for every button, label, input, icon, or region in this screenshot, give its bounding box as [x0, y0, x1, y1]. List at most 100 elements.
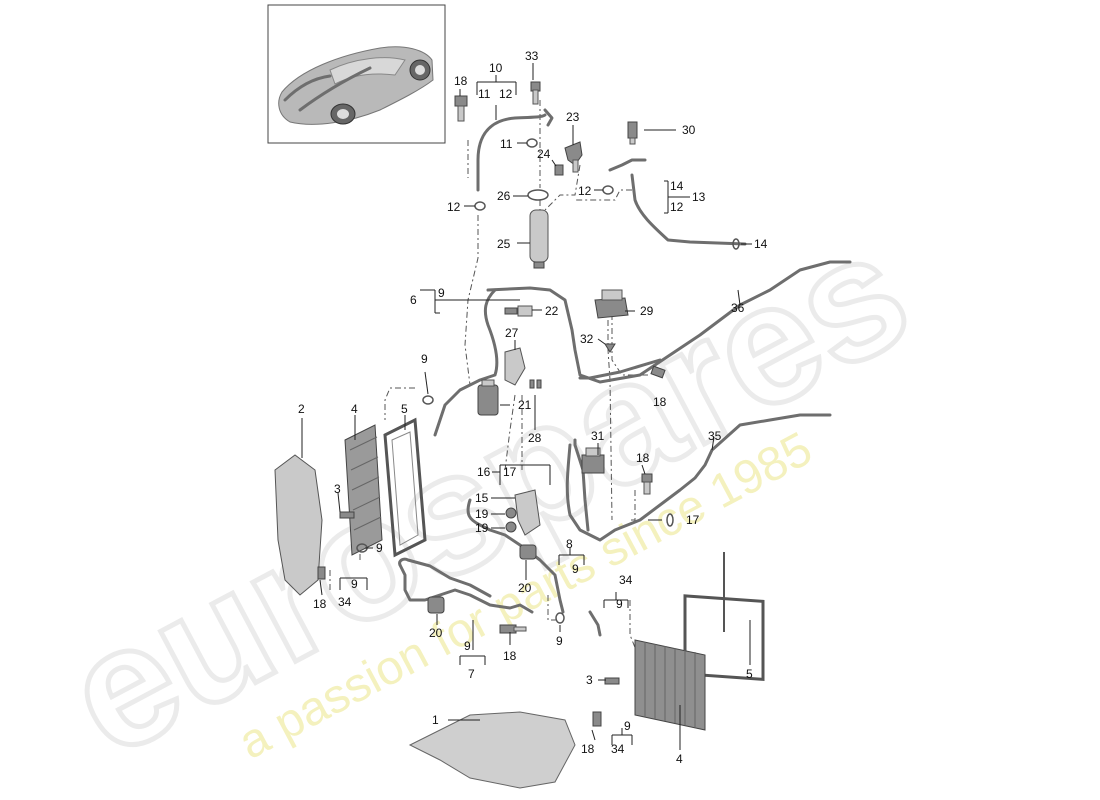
bolt-18-mid — [641, 473, 653, 495]
callout-4-right[interactable]: 4 — [676, 752, 683, 766]
bolt-18-right — [650, 365, 666, 379]
callout-11-a[interactable]: 11 — [478, 87, 491, 101]
callout-34-c[interactable]: 34 — [611, 742, 625, 756]
callout-34-b[interactable]: 34 — [619, 573, 633, 587]
seal-ring-26 — [527, 189, 549, 201]
callout-32[interactable]: 32 — [580, 332, 594, 346]
leader-lines — [301, 63, 752, 750]
callout-20-b[interactable]: 20 — [429, 626, 443, 640]
callout-18-c[interactable]: 18 — [636, 451, 650, 465]
callout-6[interactable]: 6 — [410, 293, 417, 307]
callout-19-a[interactable]: 19 — [475, 507, 489, 521]
callout-24[interactable]: 24 — [537, 147, 551, 161]
bolt-18-top — [454, 95, 468, 122]
o-ring-12-left — [474, 201, 486, 211]
o-ring-9-upper — [422, 395, 434, 405]
bolt-3-right — [604, 677, 620, 685]
o-ring-9-mid — [555, 612, 565, 624]
callout-labels: 1 2 3 3 4 4 5 5 6 7 8 9 9 9 9 9 9 9 9 9 … — [298, 49, 768, 766]
callout-18-b[interactable]: 18 — [653, 395, 667, 409]
callout-9-g[interactable]: 9 — [556, 634, 563, 648]
bolt-28a — [529, 379, 535, 389]
callout-23[interactable]: 23 — [566, 110, 580, 124]
bolt-18-lower — [499, 624, 527, 634]
o-ring-11 — [526, 138, 538, 148]
clamp-20-lower — [427, 596, 445, 614]
callout-16[interactable]: 16 — [477, 465, 491, 479]
callout-18-f[interactable]: 18 — [581, 742, 595, 756]
callout-7[interactable]: 7 — [468, 667, 475, 681]
air-duct-2 — [274, 454, 323, 596]
bolt-3-left — [339, 511, 355, 519]
callout-9-f[interactable]: 9 — [464, 639, 471, 653]
vehicle-thumbnail — [267, 4, 446, 144]
o-ring-14 — [732, 238, 740, 250]
callout-22[interactable]: 22 — [545, 304, 559, 318]
callout-5-left[interactable]: 5 — [401, 402, 408, 416]
callout-11-b[interactable]: 11 — [500, 137, 513, 151]
callout-3-left[interactable]: 3 — [334, 482, 341, 496]
callout-9-c[interactable]: 9 — [376, 541, 383, 555]
callout-9-d[interactable]: 9 — [351, 577, 358, 591]
callout-17-b[interactable]: 17 — [686, 513, 700, 527]
callout-21[interactable]: 21 — [518, 398, 532, 412]
nut-19b — [505, 521, 517, 533]
condenser-4-right — [634, 639, 706, 731]
callout-27[interactable]: 27 — [505, 326, 519, 340]
callout-14-a[interactable]: 14 — [670, 179, 684, 193]
radiator-frame-5-right — [683, 552, 765, 681]
valve-block-29 — [594, 289, 629, 319]
air-guide-1 — [408, 711, 576, 789]
callout-9-b[interactable]: 9 — [421, 352, 428, 366]
valve-21 — [477, 379, 499, 416]
cap-24 — [554, 164, 564, 176]
sensor-30 — [627, 121, 638, 145]
callout-13[interactable]: 13 — [692, 190, 706, 204]
o-ring-12-right — [602, 185, 614, 195]
callout-12-d[interactable]: 12 — [670, 200, 684, 214]
clamp-20-upper — [519, 544, 537, 560]
callout-31[interactable]: 31 — [591, 429, 605, 443]
callout-36[interactable]: 36 — [731, 301, 745, 315]
callout-30[interactable]: 30 — [682, 123, 696, 137]
callout-34-a[interactable]: 34 — [338, 595, 352, 609]
callout-12-a[interactable]: 12 — [499, 87, 513, 101]
callout-5-right[interactable]: 5 — [746, 667, 753, 681]
callout-17-a[interactable]: 17 — [503, 465, 517, 479]
callout-35[interactable]: 35 — [708, 429, 722, 443]
callout-4-left[interactable]: 4 — [351, 402, 358, 416]
screw-32 — [604, 343, 616, 353]
callout-26[interactable]: 26 — [497, 189, 511, 203]
callout-3-right[interactable]: 3 — [586, 673, 593, 687]
callout-29[interactable]: 29 — [640, 304, 654, 318]
callout-20-a[interactable]: 20 — [518, 581, 532, 595]
nut-19a — [505, 507, 517, 519]
callout-8[interactable]: 8 — [566, 537, 573, 551]
callout-33[interactable]: 33 — [525, 49, 539, 63]
bracket-15 — [514, 489, 541, 536]
callout-18-d[interactable]: 18 — [313, 597, 327, 611]
callout-9-i[interactable]: 9 — [624, 719, 631, 733]
callout-28[interactable]: 28 — [528, 431, 542, 445]
callout-18-a[interactable]: 18 — [454, 74, 468, 88]
callout-18-e[interactable]: 18 — [503, 649, 517, 663]
callout-15[interactable]: 15 — [475, 491, 489, 505]
bolt-33 — [530, 81, 541, 105]
callout-9-e[interactable]: 9 — [572, 562, 579, 576]
bolt-28b — [536, 379, 542, 389]
callout-25[interactable]: 25 — [497, 237, 511, 251]
callout-19-b[interactable]: 19 — [475, 521, 489, 535]
bracket-27 — [504, 347, 526, 386]
callout-14-b[interactable]: 14 — [754, 237, 768, 251]
callout-1[interactable]: 1 — [432, 713, 439, 727]
callout-9-h[interactable]: 9 — [616, 597, 623, 611]
callout-12-c[interactable]: 12 — [578, 184, 592, 198]
condenser-4-left — [344, 424, 383, 556]
callout-2[interactable]: 2 — [298, 402, 305, 416]
bolt-18-left — [317, 566, 326, 580]
connector-22 — [504, 305, 533, 317]
callout-12-b[interactable]: 12 — [447, 200, 461, 214]
callout-9-a[interactable]: 9 — [438, 286, 445, 300]
callout-10[interactable]: 10 — [489, 61, 503, 75]
